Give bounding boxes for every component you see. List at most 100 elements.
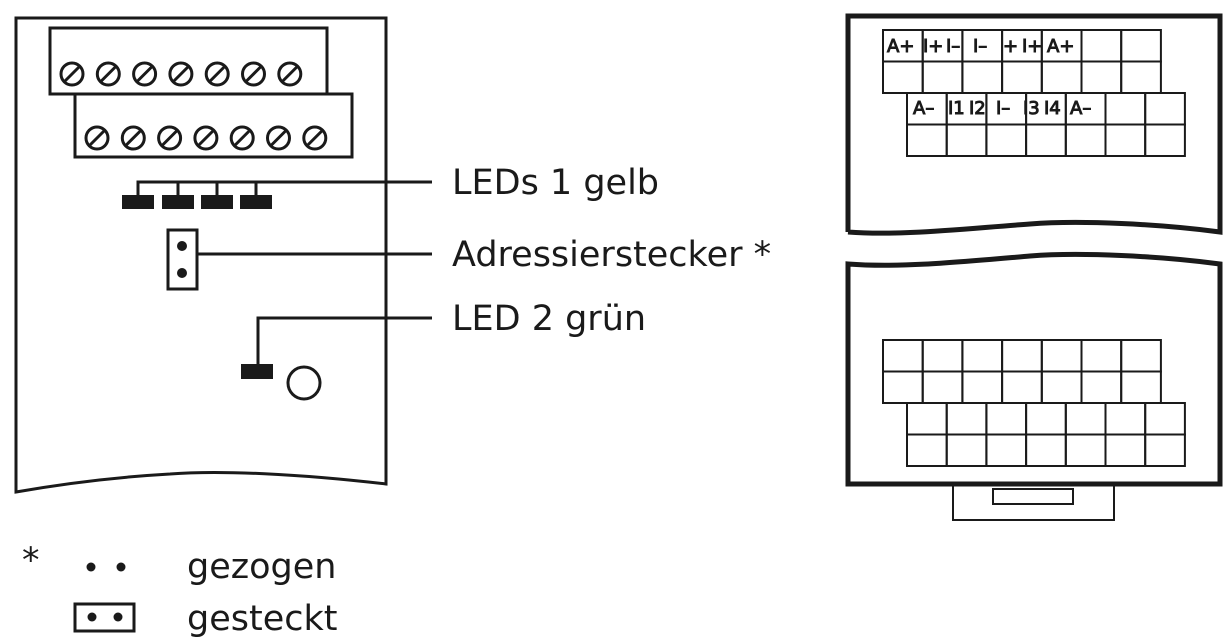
lower-screw-1 xyxy=(84,125,110,151)
upper-screw-slot-4 xyxy=(172,65,189,83)
terminal-lower-cell xyxy=(921,370,964,404)
label-led-green: LED 2 grün xyxy=(452,299,646,339)
terminal-lower-offset-cell xyxy=(1144,433,1186,467)
yellow-led-1 xyxy=(122,195,154,209)
terminal-upper-cell xyxy=(1080,29,1123,63)
terminal-upper-cell xyxy=(1001,60,1043,94)
terminal-lower-offset-cell xyxy=(906,402,948,436)
screw-terminal-strip-lower xyxy=(73,92,354,159)
lower-screw-slot-7 xyxy=(306,129,323,147)
yellow-leds xyxy=(122,180,432,209)
address-plug-pin-1 xyxy=(177,241,187,251)
module-front-view xyxy=(14,16,432,494)
terminal-label-upper-7: A+ xyxy=(1047,36,1074,57)
legend-plugged-label: gesteckt xyxy=(187,599,337,639)
lower-screw-6 xyxy=(266,125,291,151)
terminal-lower-offset-cell xyxy=(1104,433,1147,467)
terminal-lower-offset-cell xyxy=(1104,402,1147,436)
terminal-lower-offset-cell xyxy=(1064,433,1107,467)
legend-pulled-label: gezogen xyxy=(187,547,336,587)
terminal-lower-cell xyxy=(1040,339,1083,373)
module-housing-outline xyxy=(14,16,388,494)
terminal-upper-cell xyxy=(961,60,1004,94)
green-led xyxy=(241,316,432,401)
terminal-label-lower-1: A– xyxy=(913,98,934,119)
upper-screw-2 xyxy=(95,61,121,87)
terminal-label-upper-3: I– xyxy=(946,36,960,57)
legend-plugged-dot-2 xyxy=(113,612,123,622)
terminal-label-lower-3: I2 xyxy=(969,98,986,119)
label-address-plug: Adressierstecker * xyxy=(452,235,771,275)
lower-screw-slot-1 xyxy=(88,129,106,147)
terminal-upper-offset-cell xyxy=(1144,92,1186,126)
terminal-upper-cell xyxy=(921,60,964,94)
upper-screw-6 xyxy=(241,61,266,87)
lower-screw-slot-6 xyxy=(270,129,287,147)
legend-asterisk: * xyxy=(22,541,40,581)
terminal-lower-cell xyxy=(1120,370,1162,404)
terminal-label-upper-1: A+ xyxy=(887,36,914,57)
terminal-upper-cell xyxy=(1040,60,1083,94)
terminal-lower-cell xyxy=(1080,339,1123,373)
upper-screw-3 xyxy=(132,61,158,87)
label-leds-yellow: LEDs 1 gelb xyxy=(452,163,659,203)
mounting-tab-slot xyxy=(992,488,1074,505)
address-plug xyxy=(166,228,432,291)
status-indicator-circle xyxy=(286,365,322,401)
mounting-tab xyxy=(952,483,1115,521)
terminal-upper-offset-cell xyxy=(1104,92,1147,126)
yellow-led-2 xyxy=(162,195,194,209)
legend-pulled-dot-2 xyxy=(116,562,126,572)
terminal-label-upper-5: + xyxy=(1003,36,1018,57)
address-plug-body xyxy=(166,228,199,291)
upper-screw-slot-1 xyxy=(63,65,81,83)
upper-screw-slot-7 xyxy=(281,65,298,83)
screw-terminals-lower xyxy=(84,125,328,151)
terminal-lower-offset-cell xyxy=(945,402,988,436)
terminal-upper-cell xyxy=(1120,29,1162,63)
leds-yellow-leader-line xyxy=(136,180,432,195)
lower-screw-7 xyxy=(302,125,328,151)
terminal-housing-top xyxy=(845,13,1223,236)
lower-screw-slot-4 xyxy=(197,129,214,147)
terminal-lower-offset-cell xyxy=(1144,402,1186,436)
terminal-lower-offset-cell xyxy=(1025,433,1067,467)
terminal-upper-cell xyxy=(1120,60,1162,94)
terminal-label-lower-6: I4 xyxy=(1044,98,1061,119)
yellow-led-3 xyxy=(201,195,233,209)
screw-terminals-upper xyxy=(59,61,303,87)
terminal-lower-cell xyxy=(921,339,964,373)
upper-screw-slot-6 xyxy=(245,65,262,83)
green-led-body xyxy=(241,364,273,379)
address-plug-pin-2 xyxy=(177,268,187,278)
terminal-upper-cell xyxy=(1080,60,1123,94)
terminal-upper-offset-cell xyxy=(1025,123,1067,157)
terminal-lower-offset-cell xyxy=(1064,402,1107,436)
legend-plugged-symbol xyxy=(73,602,136,633)
upper-screw-7 xyxy=(277,61,303,87)
terminal-grid-upper xyxy=(882,29,1186,157)
upper-screw-slot-3 xyxy=(136,65,153,83)
legend: * gezogen gesteckt xyxy=(22,541,337,639)
terminal-lower-cell xyxy=(961,370,1004,404)
lower-screw-slot-3 xyxy=(161,129,178,147)
terminal-lower-cell xyxy=(1040,370,1083,404)
terminal-grid-lower xyxy=(882,339,1186,467)
upper-screw-slot-5 xyxy=(209,65,226,83)
terminal-lower-cell xyxy=(1080,370,1123,404)
terminal-label-lower-7: A– xyxy=(1070,98,1091,119)
terminal-lower-offset-cell xyxy=(985,402,1028,436)
terminal-housing-bottom xyxy=(845,251,1223,487)
terminal-lower-cell xyxy=(1120,339,1162,373)
terminal-label-lower-4: I– xyxy=(996,98,1010,119)
legend-plugged-dot-1 xyxy=(87,612,97,622)
terminal-upper-cell xyxy=(882,60,924,94)
terminal-label-lower-2: I1 xyxy=(948,98,965,119)
terminal-upper-offset-cell xyxy=(1104,123,1147,157)
terminal-lower-cell xyxy=(1001,370,1043,404)
legend-pulled-dot-1 xyxy=(86,562,96,572)
terminal-label-upper-2: I+ xyxy=(923,36,943,57)
